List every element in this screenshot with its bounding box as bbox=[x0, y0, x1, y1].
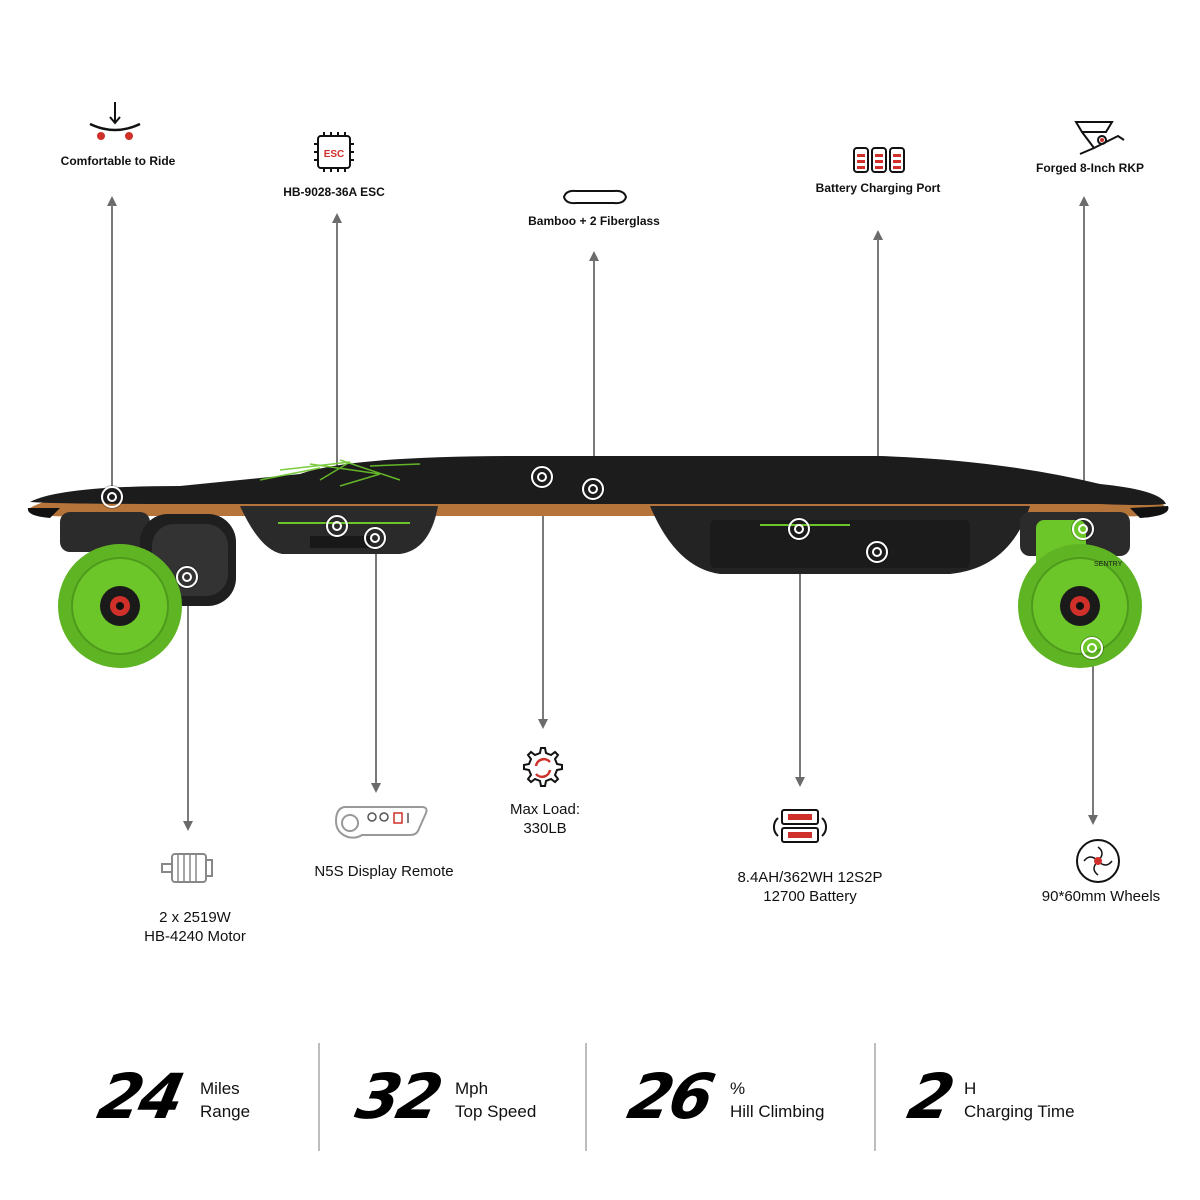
arrow-down bbox=[795, 777, 805, 787]
stat-top-speed-value: 32 bbox=[350, 1060, 447, 1133]
feature-battery-line2: 12700 Battery bbox=[763, 888, 857, 905]
hotspot-load[interactable] bbox=[531, 466, 553, 488]
wheel-brand-text: SENTRY bbox=[1094, 561, 1123, 568]
hotspot-battery[interactable] bbox=[788, 518, 810, 540]
gear-load-icon bbox=[523, 747, 563, 787]
hotspot-motor[interactable] bbox=[176, 566, 198, 588]
stat-range-label: Range bbox=[200, 1102, 251, 1121]
hotspot-trucks[interactable] bbox=[1072, 518, 1094, 540]
connector-line bbox=[542, 480, 544, 720]
hotspot-comfort[interactable] bbox=[101, 486, 123, 508]
stat-hill-climbing: 26 % Hill Climbing bbox=[622, 1060, 860, 1140]
feature-label-esc: HB-9028-36A ESC bbox=[283, 185, 385, 199]
stat-divider bbox=[585, 1043, 587, 1151]
stat-hill-climbing-value: 26 bbox=[622, 1060, 719, 1133]
connector-line bbox=[593, 260, 595, 488]
motor-icon bbox=[161, 853, 213, 883]
stat-top-speed: 32 Mph Top Speed bbox=[350, 1060, 568, 1140]
connector-line bbox=[877, 239, 879, 543]
stat-charging-time-value: 2 bbox=[902, 1060, 958, 1133]
stat-charging-time: 2 H Charging Time bbox=[902, 1060, 1110, 1140]
feature-label-trucks: Forged 8-Inch RKP bbox=[1035, 161, 1144, 175]
feature-load-line2: 330LB bbox=[523, 820, 567, 837]
connector-line bbox=[375, 540, 377, 784]
arrow-down bbox=[1088, 815, 1098, 825]
battery-cells-icon bbox=[853, 147, 905, 173]
battery-pack-icon bbox=[772, 809, 828, 843]
hotspot-wheels[interactable] bbox=[1081, 637, 1103, 659]
connector-line bbox=[111, 205, 113, 495]
connector-line bbox=[187, 580, 189, 822]
feature-battery-line1: 8.4AH/362WH 12S2P bbox=[737, 869, 883, 886]
deck-flex-icon bbox=[89, 102, 141, 140]
hotspot-esc[interactable] bbox=[326, 515, 348, 537]
deck-shape-icon bbox=[562, 189, 628, 205]
feature-wheels-line1: 90*60mm Wheels bbox=[1041, 888, 1161, 905]
connector-line bbox=[336, 222, 338, 524]
arrow-up bbox=[873, 230, 883, 240]
feature-label-deck: Bamboo + 2 Fiberglass bbox=[528, 214, 660, 228]
stat-charging-time-unit: H bbox=[964, 1079, 977, 1098]
arrow-up bbox=[589, 251, 599, 261]
remote-icon bbox=[334, 806, 428, 839]
stat-hill-climbing-label: Hill Climbing bbox=[730, 1102, 825, 1121]
truck-icon bbox=[1074, 121, 1125, 155]
arrow-up bbox=[107, 196, 117, 206]
feature-remote-line1: N5S Display Remote bbox=[314, 863, 454, 880]
hotspot-remote[interactable] bbox=[364, 527, 386, 549]
stat-range: 24 Miles Range bbox=[92, 1060, 300, 1140]
arrow-down bbox=[183, 821, 193, 831]
feature-motor-line1: 2 x 2519W bbox=[159, 909, 231, 926]
stat-divider bbox=[318, 1043, 320, 1151]
stat-hill-climbing-unit: % bbox=[730, 1079, 746, 1098]
stat-top-speed-label: Top Speed bbox=[455, 1102, 537, 1121]
arrow-up bbox=[1079, 196, 1089, 206]
esc-chip-text: ESC bbox=[324, 149, 345, 160]
connector-line bbox=[1083, 205, 1085, 523]
feature-label-comfort: Comfortable to Ride bbox=[60, 154, 176, 168]
stat-range-value: 24 bbox=[92, 1060, 189, 1133]
feature-motor-line2: HB-4240 Motor bbox=[144, 928, 246, 945]
stat-top-speed-unit: Mph bbox=[455, 1079, 489, 1098]
feature-label-charging-port: Battery Charging Port bbox=[815, 181, 941, 195]
wheel-icon bbox=[1076, 839, 1120, 883]
hotspot-charging-port[interactable] bbox=[866, 541, 888, 563]
feature-load-line1: Max Load: bbox=[509, 801, 581, 818]
esc-chip-icon: ESC bbox=[314, 132, 354, 172]
stat-range-unit: Miles bbox=[200, 1079, 240, 1098]
arrow-down bbox=[538, 719, 548, 729]
arrow-up bbox=[332, 213, 342, 223]
stat-charging-time-label: Charging Time bbox=[964, 1102, 1075, 1121]
hotspot-deck[interactable] bbox=[582, 478, 604, 500]
connector-line bbox=[799, 532, 801, 778]
stat-divider bbox=[874, 1043, 876, 1151]
connector-line bbox=[1092, 650, 1094, 816]
arrow-down bbox=[371, 783, 381, 793]
